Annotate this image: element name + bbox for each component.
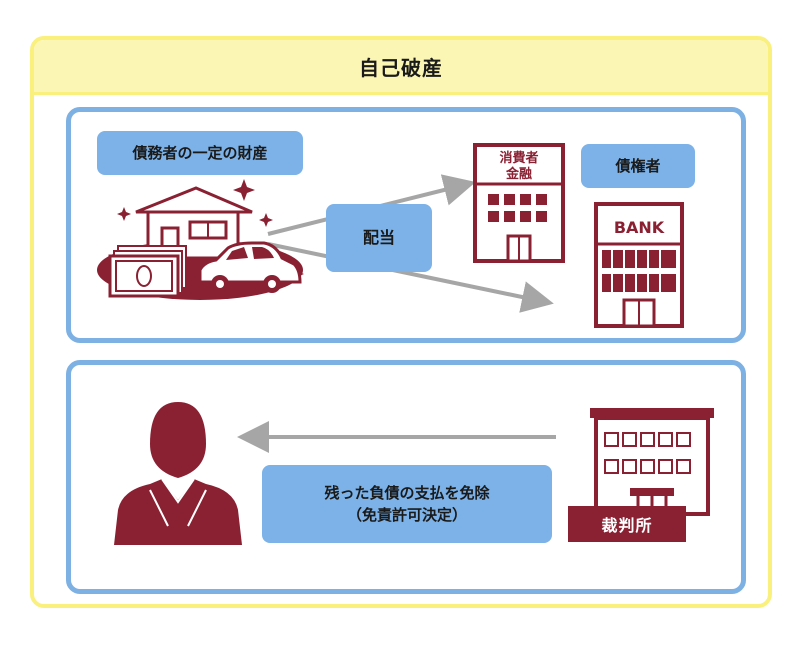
consumer-finance-sign-line2: 金融 [505,166,532,182]
bank-sign: BANK [614,218,665,237]
assets-illustration [97,179,304,300]
court-label: 裁判所 [568,506,686,542]
dividend-label: 配当 [326,204,432,272]
court-building-icon [590,408,714,516]
bank-building-icon: BANK [594,202,684,328]
debtor-person-icon [114,402,242,545]
arrow-to-bank [267,242,554,313]
car-icon [198,241,302,293]
discharge-label-line1: 残った負債の支払を免除 [324,483,490,502]
consumer-finance-building-icon: 消費者 金融 [473,143,565,263]
creditor-label: 債権者 [581,144,695,188]
cash-bundle-icon [108,245,187,298]
consumer-finance-sign-line1: 消費者 [499,150,538,166]
frame-header: 自己破産 [34,40,768,95]
page-title: 自己破産 [359,55,443,80]
discharge-label: 残った負債の支払を免除 （免責許可決定） [262,465,552,543]
discharge-label-line2: （免責許可決定） [346,506,467,524]
debtor-assets-label: 債務者の一定の財産 [97,131,303,175]
